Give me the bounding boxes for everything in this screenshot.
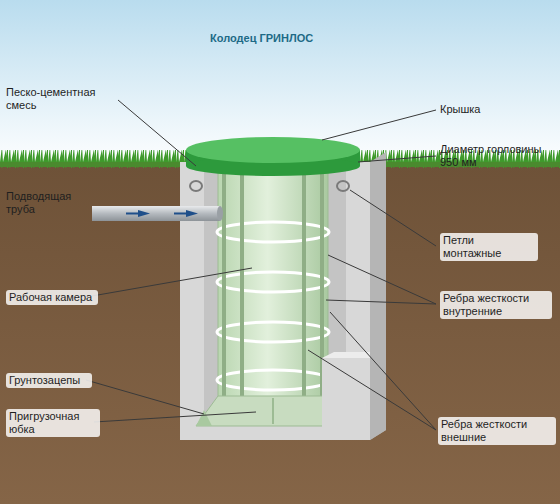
label-loops: Петли монтажные <box>440 233 538 261</box>
label-inner-ribs: Ребра жесткости внутренние <box>440 291 552 319</box>
label-anchors: Грунтозацепы <box>6 373 92 388</box>
label-inlet-pipe: Подводящая труба <box>6 190 88 216</box>
label-neck-diameter: Диаметр горловины 950 мм <box>440 143 552 169</box>
label-sand-cement: Песко-цементная смесь <box>6 86 116 112</box>
title: Колодец ГРИНЛОС <box>210 32 313 44</box>
label-outer-ribs: Ребра жесткости внешние <box>438 417 556 445</box>
label-lid: Крышка <box>440 103 550 116</box>
label-chamber: Рабочая камера <box>6 290 98 305</box>
label-skirt: Пригрузочная юбка <box>6 409 100 437</box>
